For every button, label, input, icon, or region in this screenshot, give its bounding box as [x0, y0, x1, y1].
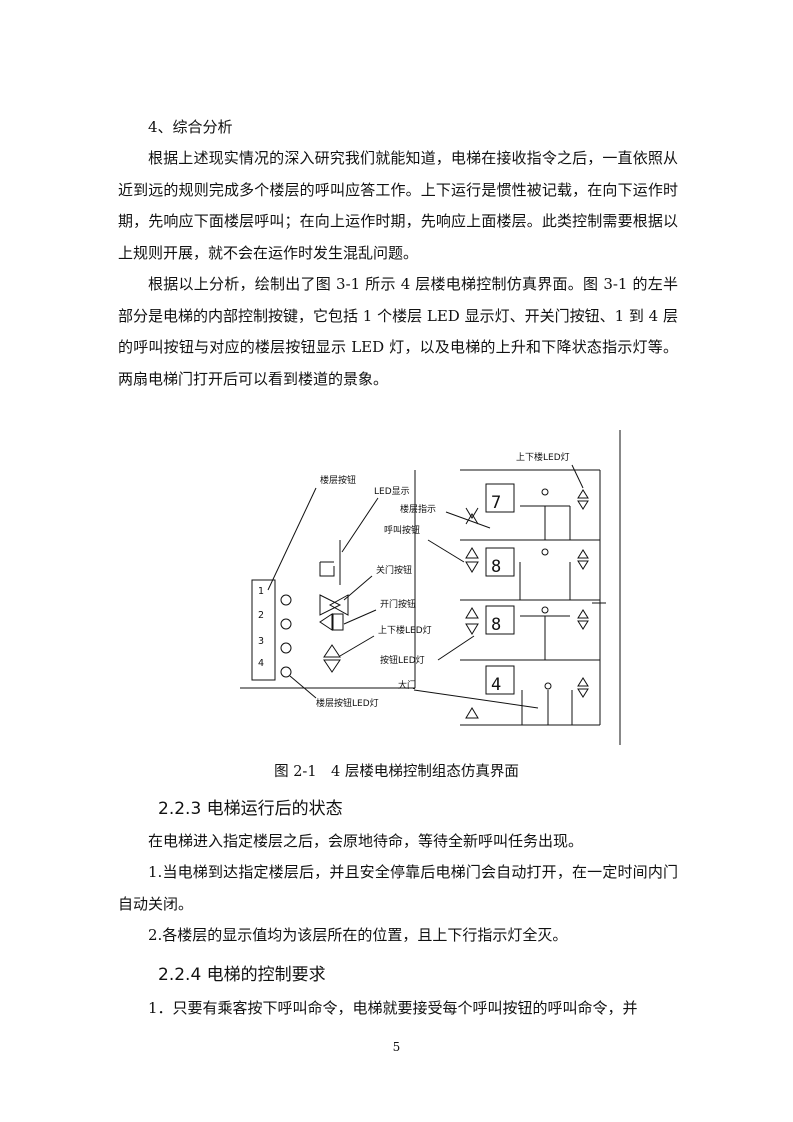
floor-number-2: 2 [258, 610, 264, 621]
floor-call-led-2 [541, 606, 549, 614]
label-call-button: 呼叫按钮 [384, 524, 420, 536]
hall-call-button-2 [465, 607, 479, 635]
floor-call-led-1 [544, 682, 552, 690]
label-call-led: 按钮LED灯 [380, 654, 425, 666]
label-updown-led-top: 上下楼LED灯 [516, 451, 570, 463]
paragraph-requirement-1: 1．只要有乘客按下呼叫命令，电梯就要接受每个呼叫按钮的呼叫命令，并 [148, 999, 638, 1017]
floor-display-3 [485, 547, 515, 577]
hall-call-button-1 [465, 707, 479, 719]
paragraph-state-2: 1.当电梯到达指定楼层后，并且安全停靠后电梯门会自动打开，在一定时间内门自动关闭… [118, 863, 678, 913]
hall-call-button-4 [465, 507, 479, 525]
close-door-triangle-left [319, 594, 342, 616]
leader-updown-led [339, 635, 375, 657]
label-floor-indicator: 楼层指示 [400, 503, 436, 515]
leader-call-led [437, 635, 475, 661]
page-number: 5 [392, 1040, 401, 1054]
section-heading-224: 2.2.4 电梯的控制要求 [158, 965, 326, 985]
section-heading-4: 4、综合分析 [148, 118, 233, 136]
floor-number-1: 1 [258, 586, 264, 597]
label-hall-door: 大门 [398, 679, 416, 691]
floor-display-1 [485, 665, 515, 695]
leader-close-button [343, 575, 373, 601]
leader-led-display [341, 497, 379, 553]
leader-call-button [427, 539, 465, 563]
leader-open-button [343, 609, 377, 625]
label-updown-led: 上下楼LED灯 [378, 624, 432, 636]
floor-number-4: 4 [258, 658, 264, 669]
figure-caption: 图 2-1 4 层楼电梯控制组态仿真界面 [274, 764, 519, 780]
close-door-triangle-right [328, 594, 349, 616]
leader-floor-button [267, 487, 317, 591]
label-close-button: 关门按钮 [376, 564, 412, 576]
leader-floor-button-led [289, 675, 317, 699]
floor-button-2 [280, 618, 292, 630]
shaft-updown-led-3 [577, 549, 589, 570]
floor-call-led-4 [541, 488, 549, 496]
floor-number-3: 3 [258, 636, 264, 647]
leader-hall-door [413, 689, 539, 709]
paragraph-analysis-2: 根据以上分析，绘制出了图 3-1 所示 4 层楼电梯控制仿真界面。图 3-1 的… [118, 275, 678, 388]
section-heading-223: 2.2.3 电梯运行后的状态 [158, 799, 343, 819]
floor-display-4 [485, 483, 515, 513]
label-floor-button: 楼层按钮 [320, 474, 356, 486]
paragraph-state-1: 在电梯进入指定楼层之后，会原地待命，等待全新呼叫任务出现。 [148, 832, 584, 850]
hall-call-button-3 [465, 547, 479, 573]
leader-floor-indicator [445, 511, 491, 529]
floor-display-digit-2: 8 [491, 615, 501, 635]
shaft-updown-led-2 [577, 609, 589, 630]
label-floor-button-led: 楼层按钮LED灯 [316, 697, 379, 709]
floor-button-4 [280, 666, 292, 678]
floor-display-digit-4: 7 [491, 493, 501, 513]
elevator-simulation-figure: 1 2 3 4 楼层按钮 楼层按钮LED灯 LED显示 关门按钮 开门按钮 上下… [240, 430, 621, 745]
floor-button-1 [280, 594, 292, 606]
floor-display-digit-1: 4 [491, 675, 501, 695]
shaft-updown-led-1 [577, 677, 589, 698]
floor-number-panel [251, 579, 276, 681]
paragraph-state-3: 2.各楼层的显示值均为该层所在的位置，且上下行指示灯全灭。 [148, 926, 568, 944]
floor-display-2 [485, 605, 515, 635]
label-led-display: LED显示 [374, 486, 410, 497]
label-open-button: 开门按钮 [380, 598, 416, 610]
floor-button-3 [280, 642, 292, 654]
open-door-left-arrow [319, 613, 333, 631]
floor-display-digit-3: 8 [491, 557, 501, 577]
cab-led-display [319, 561, 335, 577]
cab-updown-led [323, 644, 341, 673]
open-door-box [332, 613, 344, 631]
paragraph-analysis-1: 根据上述现实情况的深入研究我们就能知道，电梯在接收指令之后，一直依照从近到远的规… [118, 149, 678, 262]
leader-updown-led-top [571, 464, 584, 489]
floor-call-led-3 [541, 548, 549, 556]
shaft-updown-led-4 [577, 489, 589, 510]
